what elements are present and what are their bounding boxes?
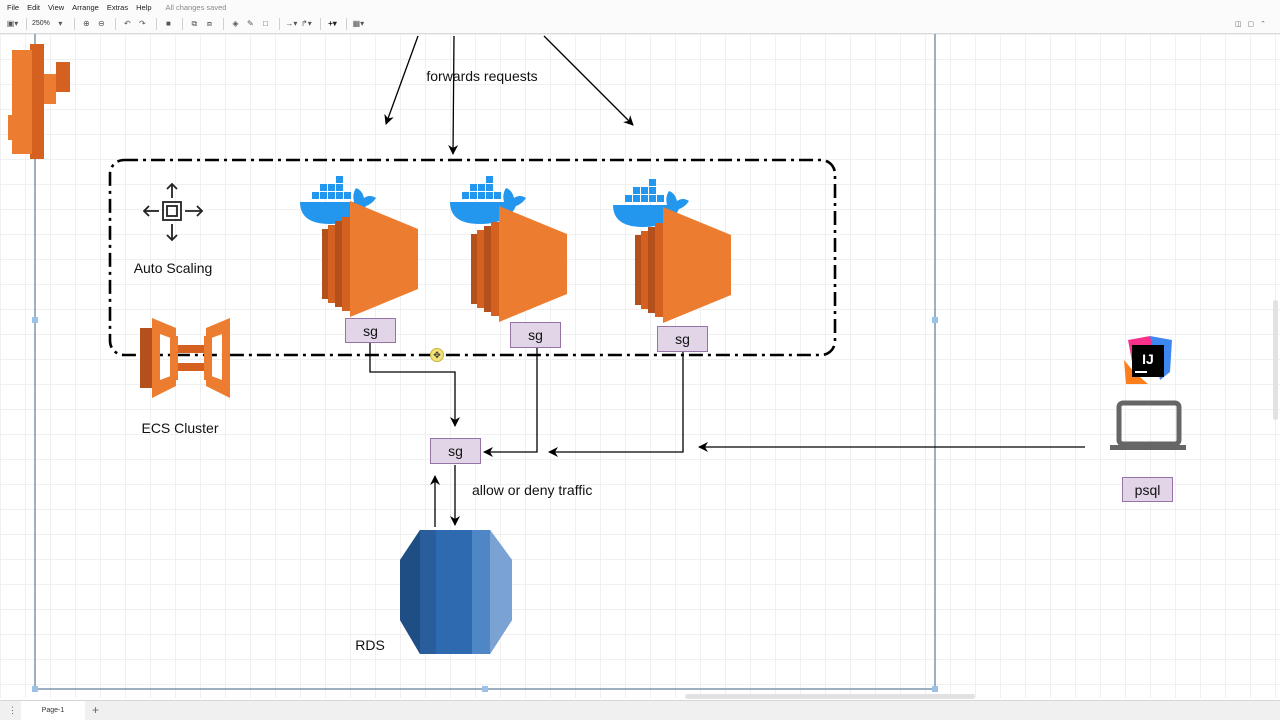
sg-box-instance-1[interactable]: sg (345, 318, 396, 343)
menu-bar: File Edit View Arrange Extras Help All c… (0, 0, 1280, 14)
forward-arrow-center[interactable] (448, 35, 459, 155)
forward-arrow-right[interactable] (543, 35, 634, 126)
resize-handle[interactable] (932, 686, 938, 692)
auto-scaling-icon[interactable] (142, 182, 204, 242)
auto-scaling-label: Auto Scaling (134, 260, 213, 276)
toolbar-divider (181, 17, 183, 30)
add-page-button[interactable]: + (92, 703, 100, 717)
horizontal-scrollbar[interactable] (685, 694, 975, 699)
connector-sg3-to-db-sg[interactable] (548, 352, 684, 457)
delete-icon[interactable]: ■ (165, 19, 171, 28)
sg-box-instance-3[interactable]: sg (657, 326, 708, 352)
sg-label: sg (363, 322, 378, 339)
toolbar-divider (114, 17, 116, 30)
ecs-cluster-label: ECS Cluster (141, 420, 218, 436)
diagram-svg: forwards requests Auto Scaling (8, 34, 1186, 692)
menu-edit[interactable]: Edit (27, 2, 41, 12)
laptop-icon[interactable] (1110, 400, 1186, 450)
redo-icon[interactable]: ↷ (139, 19, 146, 28)
auto-scaling-group-boundary[interactable] (108, 158, 837, 357)
menu-extras[interactable]: Extras (106, 2, 129, 12)
allow-deny-traffic-label: allow or deny traffic (472, 482, 592, 498)
rds-label: RDS (355, 637, 385, 653)
toolbar-divider (319, 17, 321, 30)
to-front-icon[interactable]: ⧉ (191, 18, 198, 28)
ecs-cluster-icon[interactable] (140, 318, 230, 398)
collapse-icon[interactable]: ⌃ (1260, 21, 1266, 28)
toolbar-divider (26, 17, 27, 30)
page-tab-1[interactable]: Page-1 (21, 701, 85, 720)
menu-arrange[interactable]: Arrange (72, 2, 99, 12)
zoom-dropdown-icon[interactable]: ▾ (58, 19, 63, 28)
vertical-scrollbar[interactable] (1273, 300, 1278, 420)
pages-menu-icon[interactable]: ⋮ (8, 705, 17, 715)
resize-handle[interactable] (482, 686, 488, 692)
insert-icon[interactable]: +▾ (328, 19, 337, 28)
fullscreen-icon[interactable]: ▢ (1247, 21, 1255, 28)
menu-view[interactable]: View (48, 2, 65, 12)
move-cursor-icon: ✥ (430, 348, 444, 362)
page-tab-label: Page-1 (41, 707, 65, 714)
connection-style-icon[interactable]: →▾ (285, 19, 298, 28)
menu-help[interactable]: Help (136, 2, 152, 12)
shadow-icon[interactable]: □ (262, 19, 268, 28)
sg-box-database[interactable]: sg (430, 438, 481, 464)
toolbar-right: ◫ ▢ ⌃ (1229, 14, 1266, 34)
rds-database-icon[interactable] (400, 530, 512, 654)
resize-handle[interactable] (32, 317, 38, 323)
to-back-icon[interactable]: ⧈ (206, 18, 212, 28)
toolbar-divider (222, 17, 224, 30)
toolbar: ▣▾ 250% ▾ ⊕ ⊖ ↶ ↷ ■ ⧉ ⧈ ◈ ✎ □ →▾ ↱▾ +▾ ▦… (0, 14, 1280, 34)
sg-box-instance-2[interactable]: sg (510, 322, 561, 348)
toolbar-divider (278, 17, 280, 30)
psql-label: psql (1134, 481, 1161, 498)
resize-handle[interactable] (32, 686, 38, 692)
table-icon[interactable]: ▦▾ (352, 19, 365, 28)
zoom-level[interactable]: 250% (32, 20, 50, 27)
connector-sg1-to-db-sg[interactable] (369, 343, 460, 427)
psql-box[interactable]: psql (1122, 477, 1173, 502)
save-status: All changes saved (165, 2, 227, 12)
toolbar-divider (73, 17, 75, 30)
line-color-icon[interactable]: ✎ (247, 19, 254, 28)
page-tab-bar: ⋮ Page-1 + (0, 700, 1280, 720)
forward-arrow-left[interactable] (384, 35, 419, 125)
zoom-in-icon[interactable]: ⊕ (83, 19, 90, 28)
sg-label: sg (528, 327, 543, 343)
waypoints-icon[interactable]: ↱▾ (301, 19, 312, 28)
load-balancer-icon[interactable] (8, 44, 70, 159)
fill-color-icon[interactable]: ◈ (232, 19, 239, 28)
toolbar-divider (345, 17, 347, 30)
undo-icon[interactable]: ↶ (124, 19, 131, 28)
view-panels-icon[interactable]: ▣▾ (6, 19, 19, 28)
connector-sg2-to-db-sg[interactable] (483, 348, 538, 457)
diagram-canvas[interactable]: forwards requests Auto Scaling (0, 34, 1280, 698)
format-panel-icon[interactable]: ◫ (1234, 21, 1242, 28)
sg-label: sg (675, 331, 690, 347)
forwards-requests-label: forwards requests (426, 68, 537, 84)
menu-file[interactable]: File (7, 2, 20, 12)
resize-handle[interactable] (932, 317, 938, 323)
toolbar-divider (155, 17, 157, 30)
intellij-letters: IJ (1142, 351, 1154, 367)
sg-label: sg (448, 443, 463, 459)
intellij-icon[interactable]: IJ (1124, 336, 1172, 384)
zoom-out-icon[interactable]: ⊖ (98, 19, 105, 28)
